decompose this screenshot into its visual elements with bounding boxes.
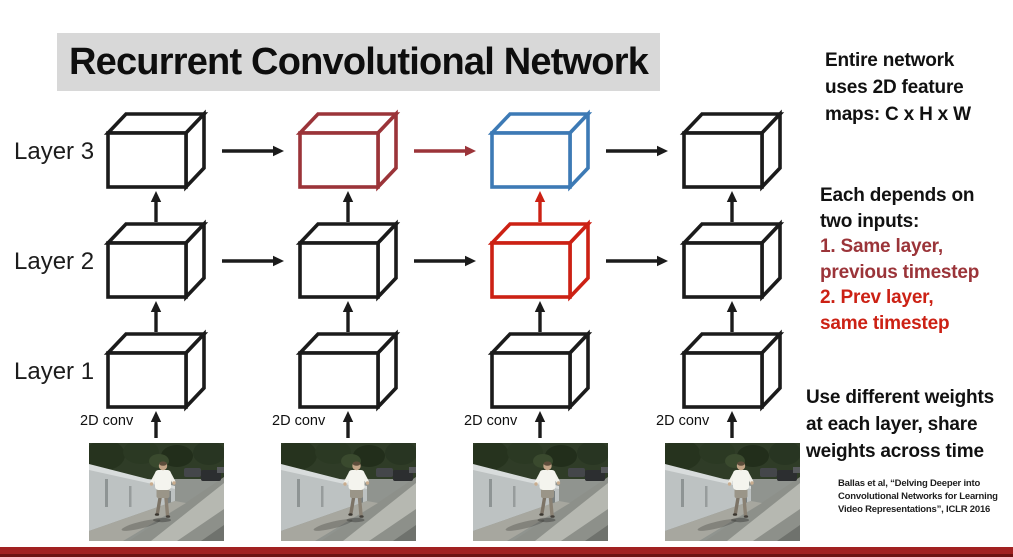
note-line-same-layer: 1. Same layer, bbox=[820, 236, 943, 257]
feature-map-box-layer1-t3 bbox=[487, 329, 593, 412]
video-frame-4-image bbox=[665, 443, 800, 541]
conv-label-3: 2D conv bbox=[464, 413, 518, 429]
arrow-layer2-t1-to-t2 bbox=[222, 255, 284, 267]
arrow-layer3-t2-to-t3 bbox=[414, 145, 476, 157]
conv-label-2: 2D conv bbox=[272, 413, 326, 429]
arrow-layer3-t3-to-t4 bbox=[606, 145, 668, 157]
conv-label-4: 2D conv bbox=[656, 413, 710, 429]
feature-map-box-layer3-t1 bbox=[103, 109, 209, 192]
video-frame-1 bbox=[89, 443, 224, 541]
layer2-label: Layer 2 bbox=[14, 248, 95, 275]
note-line-same-layer: previous timestep bbox=[820, 261, 980, 283]
feature-map-box-layer3-t4 bbox=[679, 109, 785, 192]
feature-map-box-layer2-t3 bbox=[487, 219, 593, 302]
arrow-input-to-l1-t3 bbox=[534, 411, 546, 438]
video-frame-2 bbox=[281, 443, 416, 541]
citation-line: Ballas et al, “Delving Deeper into bbox=[838, 478, 981, 489]
runner-figure bbox=[727, 461, 754, 523]
video-frame-1-image bbox=[89, 443, 224, 541]
arrow-l1-to-l2-t2 bbox=[342, 301, 354, 332]
feature-map-box-layer2-t4 bbox=[679, 219, 785, 302]
arrow-l1-to-l2-t3 bbox=[534, 301, 546, 332]
note-line: at each layer, share bbox=[806, 414, 978, 435]
citation-line: Convolutional Networks for Learning bbox=[838, 491, 998, 502]
arrow-l1-to-l2-t4 bbox=[726, 301, 738, 332]
feature-map-box-layer1-t2 bbox=[295, 329, 401, 412]
note-two-inputs: Each depends on two inputs: 1. Same laye… bbox=[820, 183, 979, 336]
note-line: Use different weights bbox=[806, 387, 994, 408]
arrow-l2-to-l3-t4 bbox=[726, 191, 738, 222]
arrow-layer2-t2-to-t3 bbox=[414, 255, 476, 267]
arrow-l2-to-l3-t3 bbox=[534, 191, 546, 222]
note-line: Each depends on bbox=[820, 185, 975, 206]
arrow-input-to-l1-t1 bbox=[150, 411, 162, 438]
note-line: Entire network bbox=[825, 50, 955, 71]
arrow-input-to-l1-t2 bbox=[342, 411, 354, 438]
layer3-label: Layer 3 bbox=[14, 138, 95, 165]
feature-map-box-layer1-t1 bbox=[103, 329, 209, 412]
note-line: weights across time bbox=[806, 441, 984, 462]
layer1-label: Layer 1 bbox=[14, 358, 95, 385]
note-weights: Use different weights at each layer, sha… bbox=[806, 384, 994, 465]
video-frame-2-image bbox=[281, 443, 416, 541]
video-frame-4 bbox=[665, 443, 800, 541]
feature-map-box-layer3-t3 bbox=[487, 109, 593, 192]
note-line-prev-layer: same timestep bbox=[820, 312, 950, 334]
video-frame-3-image bbox=[473, 443, 608, 541]
video-frame-3 bbox=[473, 443, 608, 541]
arrow-layer2-t3-to-t4 bbox=[606, 255, 668, 267]
note-line-prev-layer: 2. Prev layer, bbox=[820, 287, 934, 308]
runner-figure bbox=[343, 461, 370, 523]
citation-line: Video Representations”, ICLR 2016 bbox=[838, 504, 991, 515]
arrow-l1-to-l2-t1 bbox=[150, 301, 162, 332]
feature-map-box-layer1-t4 bbox=[679, 329, 785, 412]
feature-map-box-layer3-t2 bbox=[295, 109, 401, 192]
arrow-layer3-t1-to-t2 bbox=[222, 145, 284, 157]
note-feature-maps: Entire network uses 2D feature maps: C x… bbox=[825, 47, 971, 128]
feature-map-box-layer2-t2 bbox=[295, 219, 401, 302]
note-line: uses 2D feature bbox=[825, 77, 964, 98]
arrow-l2-to-l3-t1 bbox=[150, 191, 162, 222]
slide-title: Recurrent Convolutional Network bbox=[57, 33, 661, 91]
runner-figure bbox=[534, 461, 561, 523]
conv-label-1: 2D conv bbox=[80, 413, 134, 429]
citation: Ballas et al, “Delving Deeper into Convo… bbox=[838, 477, 998, 516]
note-line: two inputs: bbox=[820, 210, 920, 232]
arrow-input-to-l1-t4 bbox=[726, 411, 738, 438]
feature-map-box-layer2-t1 bbox=[103, 219, 209, 302]
note-line: maps: C x H x W bbox=[825, 104, 971, 125]
arrow-l2-to-l3-t2 bbox=[342, 191, 354, 222]
footer-bar bbox=[0, 547, 1013, 557]
runner-figure bbox=[149, 461, 176, 523]
